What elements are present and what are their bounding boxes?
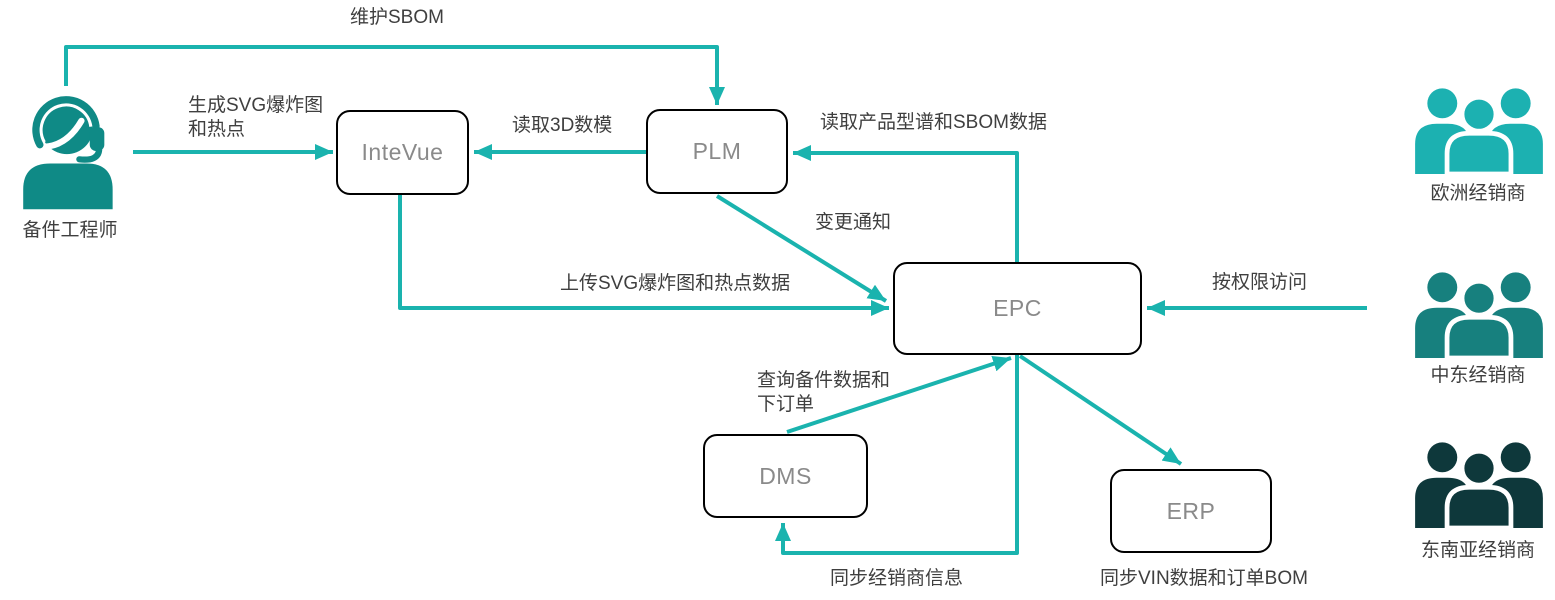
dealer-group-icon-europe bbox=[1415, 88, 1543, 174]
node-erp: ERP bbox=[1110, 469, 1272, 553]
actor-label-southeast-asia: 东南亚经销商 bbox=[1420, 540, 1535, 561]
edge-sync-dealer-info-arrow bbox=[775, 355, 1019, 555]
actor-label-europe: 欧洲经销商 bbox=[1430, 183, 1526, 204]
dealer-group-icon-southeast-asia bbox=[1415, 442, 1543, 528]
engineer-headset-icon bbox=[23, 93, 113, 210]
actor-label-engineer: 备件工程师 bbox=[22, 220, 118, 241]
edge-read-spectrum-arrow bbox=[793, 145, 1019, 262]
edge-label-access-by-permission: 按权限访问 bbox=[1212, 272, 1308, 293]
edge-label-sync-vin: 同步VIN数据和订单BOM bbox=[1100, 568, 1308, 589]
edge-label-sync-dealer-info: 同步经销商信息 bbox=[830, 568, 964, 589]
node-intevue: InteVue bbox=[336, 110, 469, 195]
edge-label-query-parts: 查询备件数据和 下订单 bbox=[757, 370, 891, 415]
edge-sync-vin-arrow bbox=[1018, 354, 1183, 466]
node-plm: PLM bbox=[646, 109, 788, 194]
edge-label-maintain-sbom: 维护SBOM bbox=[350, 7, 444, 28]
edge-maintain-sbom-arrow bbox=[64, 45, 725, 105]
actor-label-middle-east: 中东经销商 bbox=[1430, 365, 1526, 386]
edge-label-read-3d: 读取3D数模 bbox=[512, 115, 613, 136]
edge-upload-svg-arrow bbox=[398, 195, 889, 316]
edge-label-upload-svg: 上传SVG爆炸图和热点数据 bbox=[560, 273, 791, 294]
edge-label-change-notice: 变更通知 bbox=[815, 212, 892, 233]
node-dms: DMS bbox=[703, 434, 868, 518]
edge-label-read-spectrum: 读取产品型谱和SBOM数据 bbox=[820, 112, 1047, 133]
edge-change-notice-arrow bbox=[715, 194, 888, 303]
edge-label-generate-svg: 生成SVG爆炸图 和热点 bbox=[188, 95, 324, 140]
dealer-group-icon-middle-east bbox=[1415, 272, 1543, 358]
edge-query-parts-arrow bbox=[786, 356, 1012, 434]
node-epc: EPC bbox=[893, 262, 1142, 355]
